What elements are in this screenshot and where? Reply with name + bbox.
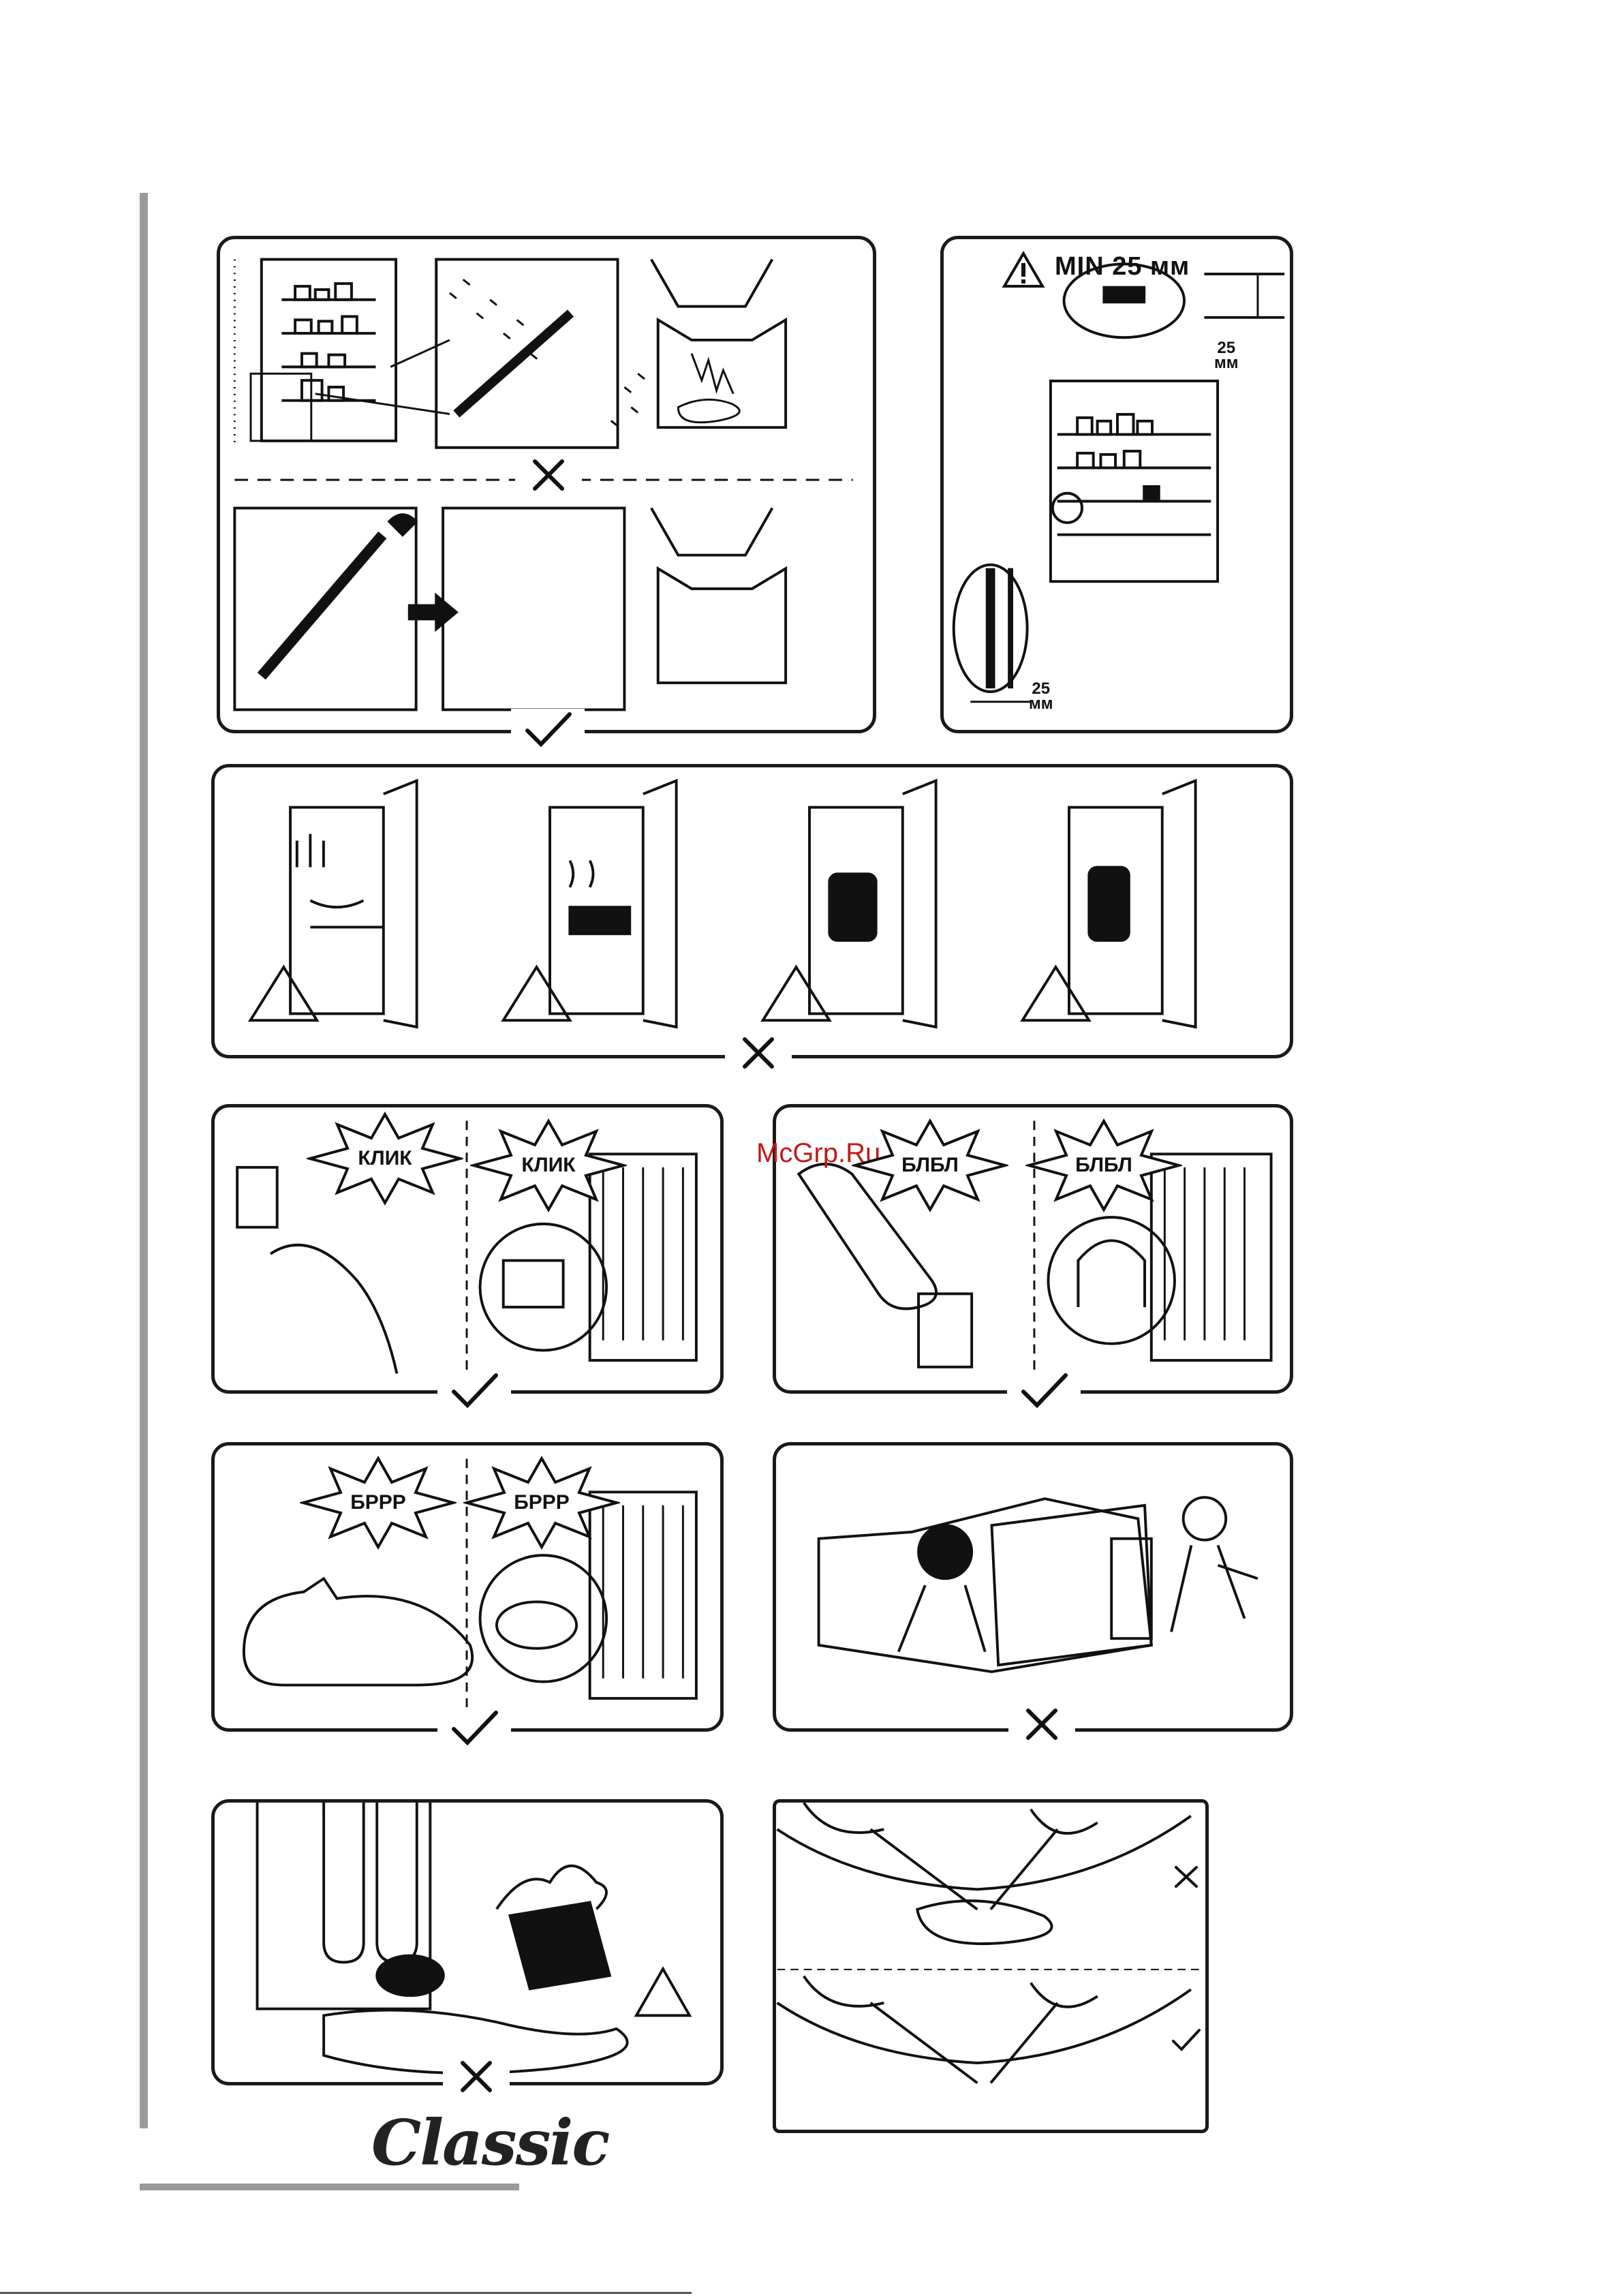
panel-prohibited-storage <box>211 764 1293 1058</box>
hum-sound-text: БРРР <box>350 1491 406 1514</box>
check-mark <box>437 1707 511 1748</box>
panel-click-sound <box>211 1104 724 1394</box>
prohibited-storage-illustration <box>215 767 1290 1055</box>
fridge-hot-pot <box>504 781 677 1027</box>
panel-clearance <box>940 236 1293 733</box>
warning-icon <box>1002 251 1045 292</box>
children-packaging-illustration <box>776 1445 1290 1728</box>
check-mark <box>511 709 585 750</box>
clearance-illustration <box>944 239 1290 730</box>
gurgle-sound-text: БЛБЛ <box>1075 1154 1132 1177</box>
panel-children-packaging <box>773 1442 1293 1732</box>
check-mark <box>437 1370 511 1411</box>
gurgle-sound-text: БЛБЛ <box>901 1154 959 1177</box>
gurgle-sound-bubble: БЛБЛ <box>1025 1118 1182 1213</box>
gurgle-sound-bubble: БЛБЛ <box>852 1118 1008 1213</box>
side-clearance-unit: мм <box>1029 697 1053 711</box>
cross-mark <box>1008 1707 1075 1741</box>
top-clearance-dimension: 25 мм <box>1214 341 1239 371</box>
check-mark <box>1169 2027 1203 2052</box>
water-spill-illustration <box>215 1803 720 2082</box>
page-bottom-rule <box>0 2292 692 2294</box>
cross-mark <box>515 458 582 492</box>
fridge-hot-steam <box>250 781 416 1027</box>
click-sound-text: КЛИК <box>521 1154 575 1177</box>
cross-mark <box>443 2060 510 2094</box>
min-clearance-label: MIN 25 мм <box>1055 252 1190 281</box>
click-sound-bubble: КЛИК <box>470 1118 627 1213</box>
bottom-margin-bar <box>140 2184 519 2190</box>
side-clearance-dimension: 25 мм <box>1029 682 1053 711</box>
fridge-flammable <box>763 781 936 1027</box>
drain-tray-illustration <box>776 1803 1205 2130</box>
click-sound-illustration <box>215 1107 720 1390</box>
top-clearance-unit: мм <box>1214 356 1239 371</box>
fridge-corrosive <box>1023 781 1196 1027</box>
panel-water-spill <box>211 1799 724 2085</box>
hum-sound-bubble: БРРР <box>300 1455 457 1550</box>
check-mark <box>1007 1370 1081 1411</box>
left-margin-bar <box>140 193 148 2128</box>
click-sound-text: КЛИК <box>358 1147 412 1170</box>
brand-logo: Classic <box>371 2106 608 2179</box>
cross-mark <box>725 1036 792 1070</box>
hum-sound-bubble: БРРР <box>463 1455 620 1550</box>
cross-mark <box>1169 1865 1203 1889</box>
hum-sound-text: БРРР <box>514 1491 570 1514</box>
click-sound-bubble: КЛИК <box>307 1111 463 1206</box>
panel-drain-tray <box>773 1799 1209 2133</box>
